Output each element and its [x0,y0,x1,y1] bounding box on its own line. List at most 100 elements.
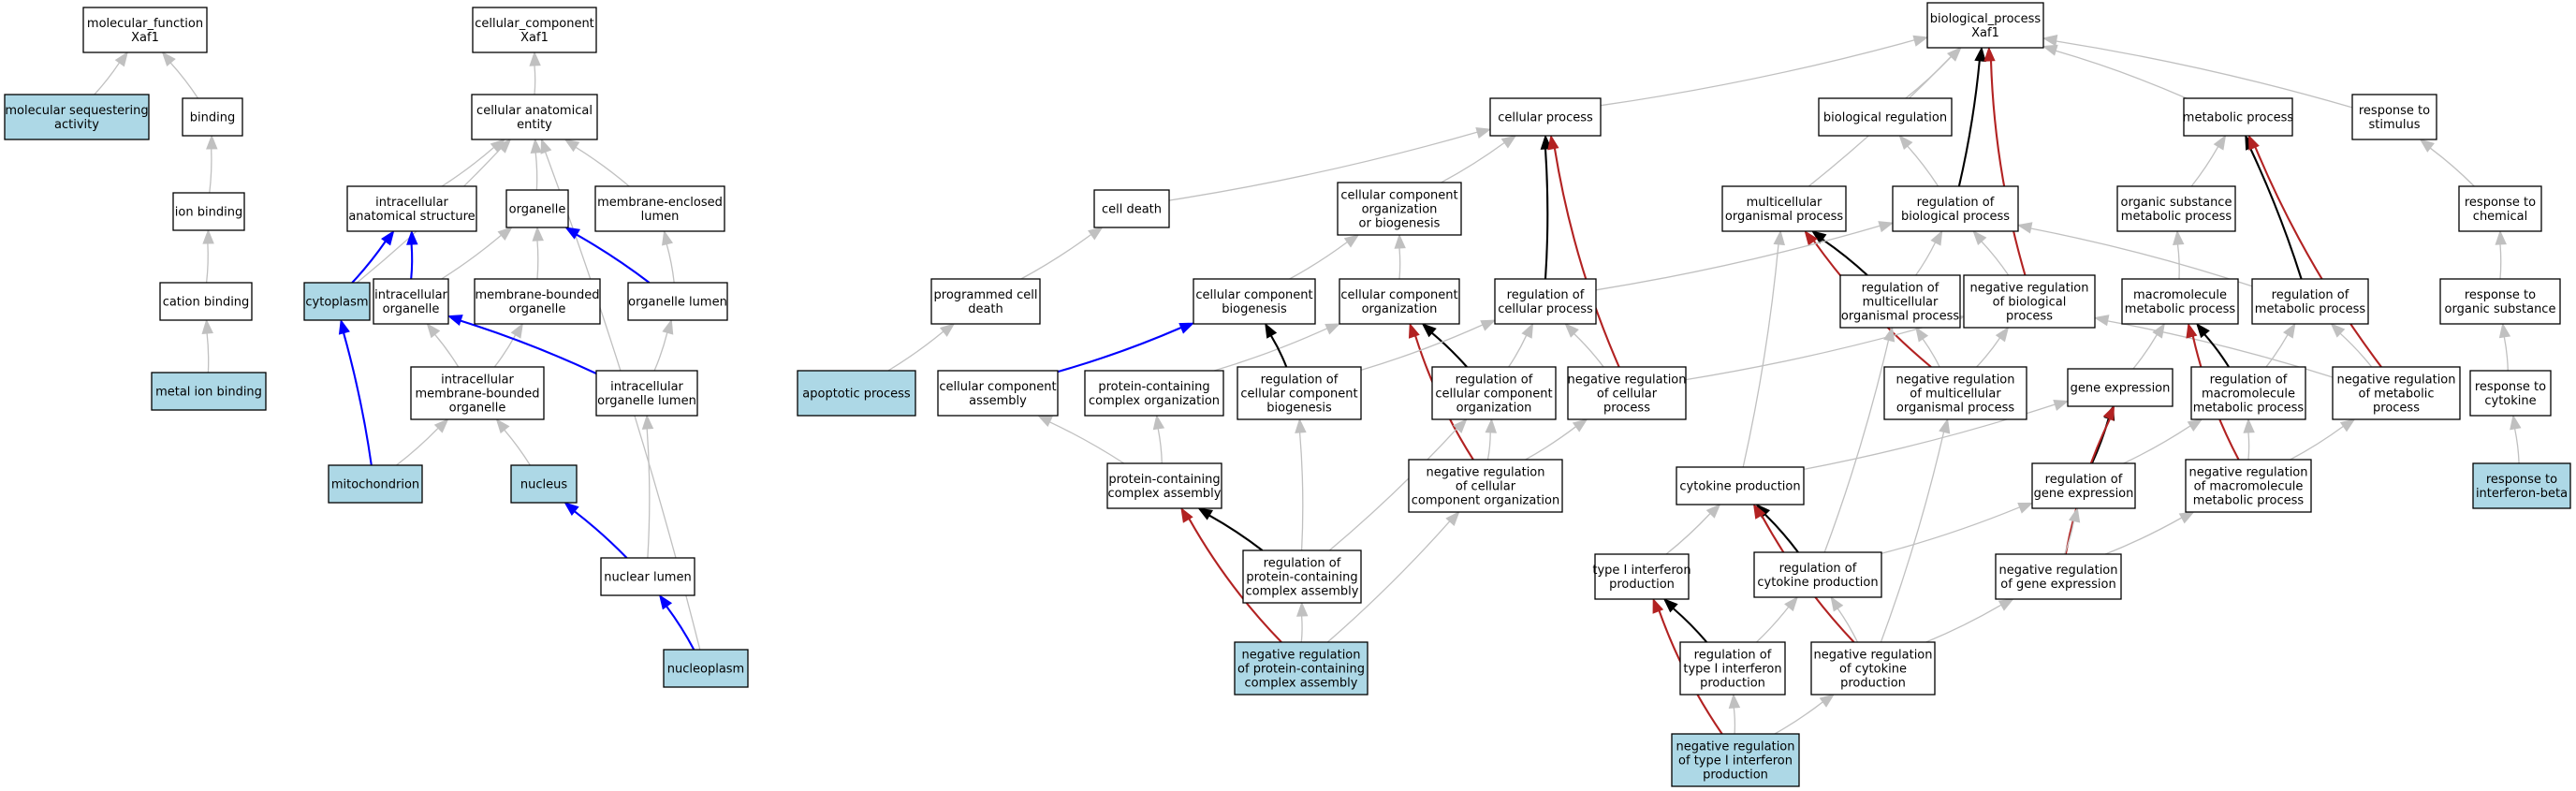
node-label-line: regulation of [1862,282,1939,296]
edge-line [1326,520,1451,643]
node-ion_binding[interactable]: ion binding [172,192,245,231]
node-nucleus[interactable]: nucleus [510,464,578,504]
node-organelle[interactable]: organelle [505,189,569,228]
edge-arrowhead [426,322,441,339]
edge-arrowhead [496,139,512,154]
edge-arrowhead [1445,510,1460,526]
edge-line [1915,242,1937,276]
node-box [1810,641,1936,696]
edge-line [1441,141,1505,183]
node-mp[interactable]: metabolic process [2183,97,2294,137]
edge-line [1214,328,1328,372]
edge-line [1957,60,1981,187]
node-cyp[interactable]: cytokine production [1676,466,1805,505]
node-br[interactable]: biological regulation [1818,97,1953,137]
node-label-line: organization [1362,203,1438,217]
edge-arrowhead [2187,418,2203,432]
node-cytoplasm[interactable]: cytoplasm [303,282,371,321]
node-nl[interactable]: nuclear lumen [600,557,695,596]
node-metal_ion[interactable]: metal ion binding [151,372,267,411]
node-cation_binding[interactable]: cation binding [159,282,253,321]
node-ge[interactable]: gene expression [2067,368,2174,407]
node-box [2469,370,2552,417]
edge-line [1823,340,1890,553]
edge-line [1544,148,1549,280]
node-label-line: process [1603,402,1650,416]
edge-nrpcca-to-pcca [1180,506,1282,643]
edge-arrowhead [338,318,350,335]
edge-rge-to-rmmp [2123,418,2203,464]
node-nucleoplasm[interactable]: nucleoplasm [663,649,749,688]
node-binding[interactable]: binding [182,97,243,137]
node-label-line: of cellular [1456,480,1516,494]
node-label-line: of metabolic [2359,388,2435,402]
node-cd[interactable]: cell death [1093,189,1170,228]
node-cp[interactable]: cellular process [1489,97,1602,137]
node-mito[interactable]: mitochondrion [328,464,423,504]
node-box [182,97,243,137]
edge-arrowhead [2053,399,2070,411]
node-ap[interactable]: apoptotic process [797,370,916,417]
edge-arrowhead [2339,418,2356,432]
edge-arrowhead [662,318,674,335]
edge-arrowhead [1547,134,1559,151]
edge-arrowhead [2042,35,2058,47]
edge-line [1360,324,1484,372]
node-box [159,282,253,321]
node-label-line: entity [517,118,552,132]
node-box [1337,182,1462,236]
edge-line [1328,428,1458,551]
node-ol[interactable]: organelle lumen [627,282,728,321]
edge-arrowhead [564,502,579,516]
edge-arrowhead [1983,46,1996,62]
